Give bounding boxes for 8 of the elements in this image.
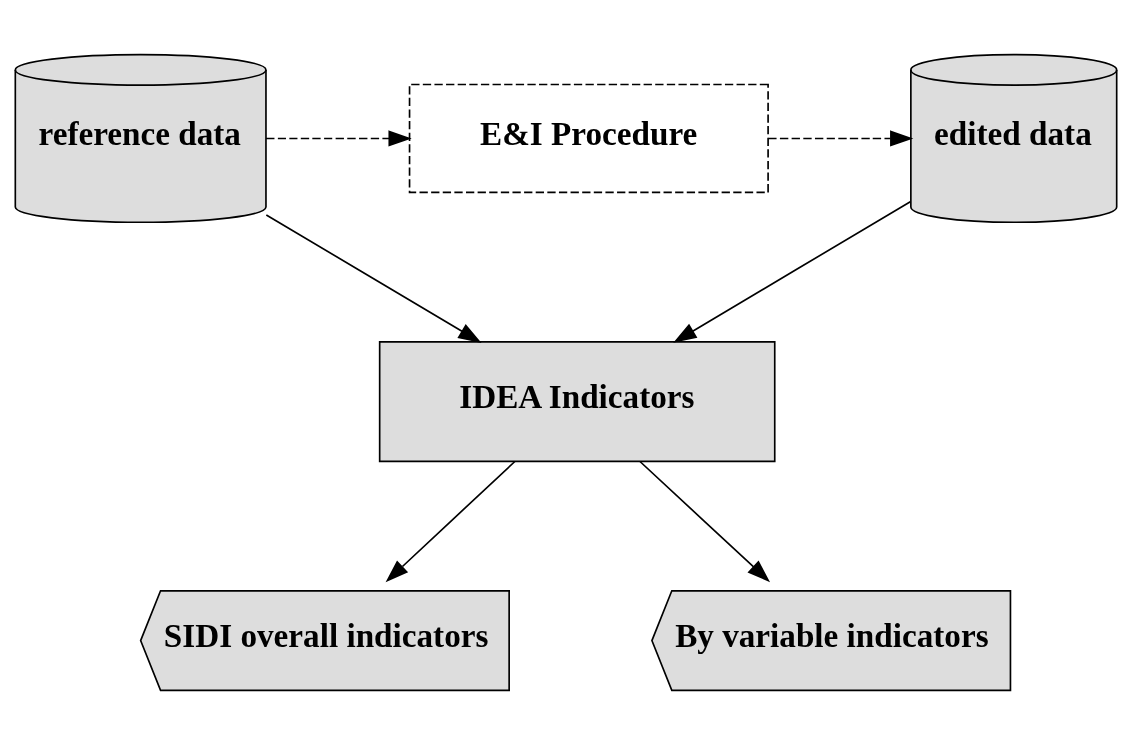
node-box: E&I Procedure bbox=[408, 83, 769, 193]
arrow bbox=[265, 129, 412, 147]
node-box: IDEA Indicators bbox=[378, 340, 776, 462]
arrow bbox=[673, 200, 912, 343]
arrow bbox=[639, 460, 771, 582]
arrow bbox=[385, 460, 516, 582]
arrow bbox=[767, 129, 914, 147]
arrow bbox=[265, 213, 482, 343]
